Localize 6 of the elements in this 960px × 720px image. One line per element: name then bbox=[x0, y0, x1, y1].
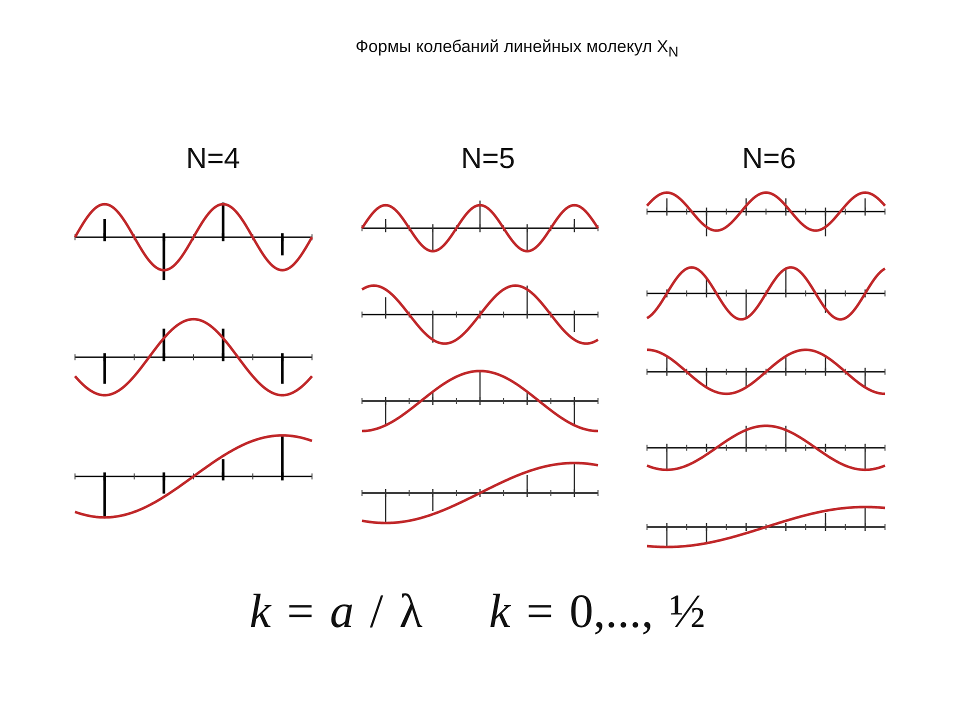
formula: k = 0,..., ½ bbox=[489, 586, 706, 638]
column-heading: N=5 bbox=[461, 144, 516, 176]
column-heading: N=4 bbox=[186, 144, 240, 176]
title: Формы колебаний линейных молекул X$_{N}$ bbox=[356, 38, 678, 60]
formula: k = a / λ bbox=[250, 586, 422, 638]
column-heading: N=6 bbox=[742, 144, 796, 176]
